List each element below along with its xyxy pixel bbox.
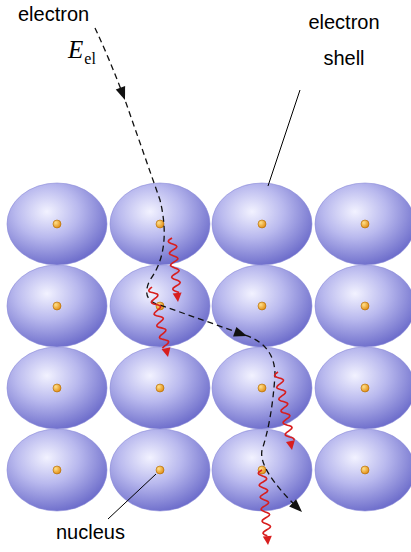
electron-shell (110, 183, 210, 265)
particle-label: electron (18, 2, 89, 26)
nucleus-dot (258, 302, 266, 310)
electron-shell (110, 429, 210, 511)
electron-shell (7, 347, 107, 429)
arrow-head (116, 86, 130, 102)
nucleus-dot (53, 302, 61, 310)
x-ray-photons (149, 238, 295, 545)
nucleus-dot (53, 466, 61, 474)
leader-line (108, 474, 156, 519)
nucleus-dot (361, 466, 369, 474)
nucleus-dot (156, 466, 164, 474)
electron-shell (7, 265, 107, 347)
electron-shell (315, 265, 411, 347)
electron-shell (212, 183, 312, 265)
electron-shell (315, 183, 411, 265)
photon-wave (168, 238, 180, 293)
nucleus-dot (258, 220, 266, 228)
part-label: nucleus (56, 520, 125, 544)
electron-shell (212, 347, 312, 429)
part-label: electron shell (288, 4, 400, 76)
electron-shell (315, 429, 411, 511)
electron-shell (7, 429, 107, 511)
electron-shell (7, 183, 107, 265)
photon-arrow-head (162, 347, 171, 357)
electron-shell (110, 347, 210, 429)
electron-shells (7, 183, 411, 511)
electron-shell (315, 347, 411, 429)
arrow-head (289, 499, 305, 515)
nucleus-dot (53, 220, 61, 228)
energy-symbol: E (68, 36, 83, 64)
nucleus-dot (53, 384, 61, 392)
nucleus-dot (361, 220, 369, 228)
photon-wave (258, 470, 270, 536)
electron-path (95, 28, 305, 516)
photon-arrow-head (173, 293, 182, 302)
electron-shell (212, 265, 312, 347)
nucleus-dot (361, 384, 369, 392)
leader-line (268, 90, 300, 186)
photon-arrow-head (286, 440, 295, 450)
nucleus-dot (156, 384, 164, 392)
nucleus-dot (156, 220, 164, 228)
arrow-head (233, 327, 249, 341)
electron-trajectory (95, 28, 300, 510)
photon-arrow-head (263, 536, 272, 545)
photon-wave (149, 287, 169, 348)
energy-subscript: el (84, 50, 96, 68)
nucleus-dot (258, 384, 266, 392)
nucleus-dot (361, 302, 369, 310)
photon-wave (275, 372, 295, 440)
